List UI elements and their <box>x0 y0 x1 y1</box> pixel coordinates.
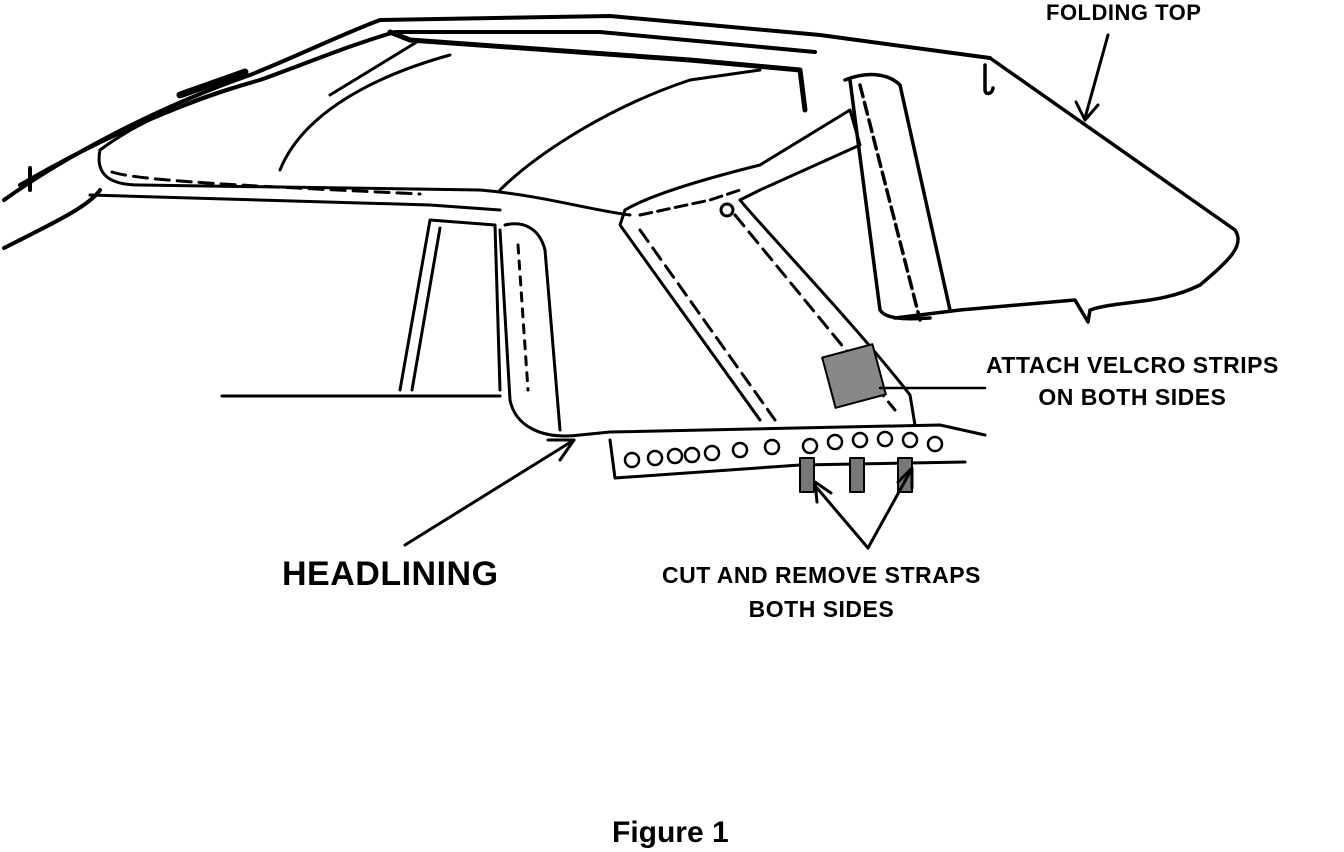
roof-rail <box>88 29 808 217</box>
side-pillar <box>220 218 582 438</box>
straps-label-line1: CUT AND REMOVE STRAPS <box>662 562 981 588</box>
velcro-label-line2: ON BOTH SIDES <box>1038 384 1227 410</box>
bottom-bow <box>578 423 987 480</box>
velcro-strips-label: ATTACH VELCRO STRIPS ON BOTH SIDES <box>986 349 1279 413</box>
folding-top-fabric <box>843 56 1240 324</box>
headlining-label: HEADLINING <box>282 555 499 593</box>
windshield-frame <box>2 14 992 250</box>
cut-straps-label: CUT AND REMOVE STRAPS BOTH SIDES <box>662 558 981 626</box>
velcro-label-line1: ATTACH VELCRO STRIPS <box>986 352 1279 378</box>
figure-caption: Figure 1 <box>612 816 729 849</box>
cut-straps <box>799 457 913 493</box>
straps-label-line2: BOTH SIDES <box>748 596 895 622</box>
leader-arrows <box>403 33 1110 550</box>
velcro-patch <box>821 343 987 409</box>
folding-top-label: FOLDING TOP <box>1046 0 1202 25</box>
